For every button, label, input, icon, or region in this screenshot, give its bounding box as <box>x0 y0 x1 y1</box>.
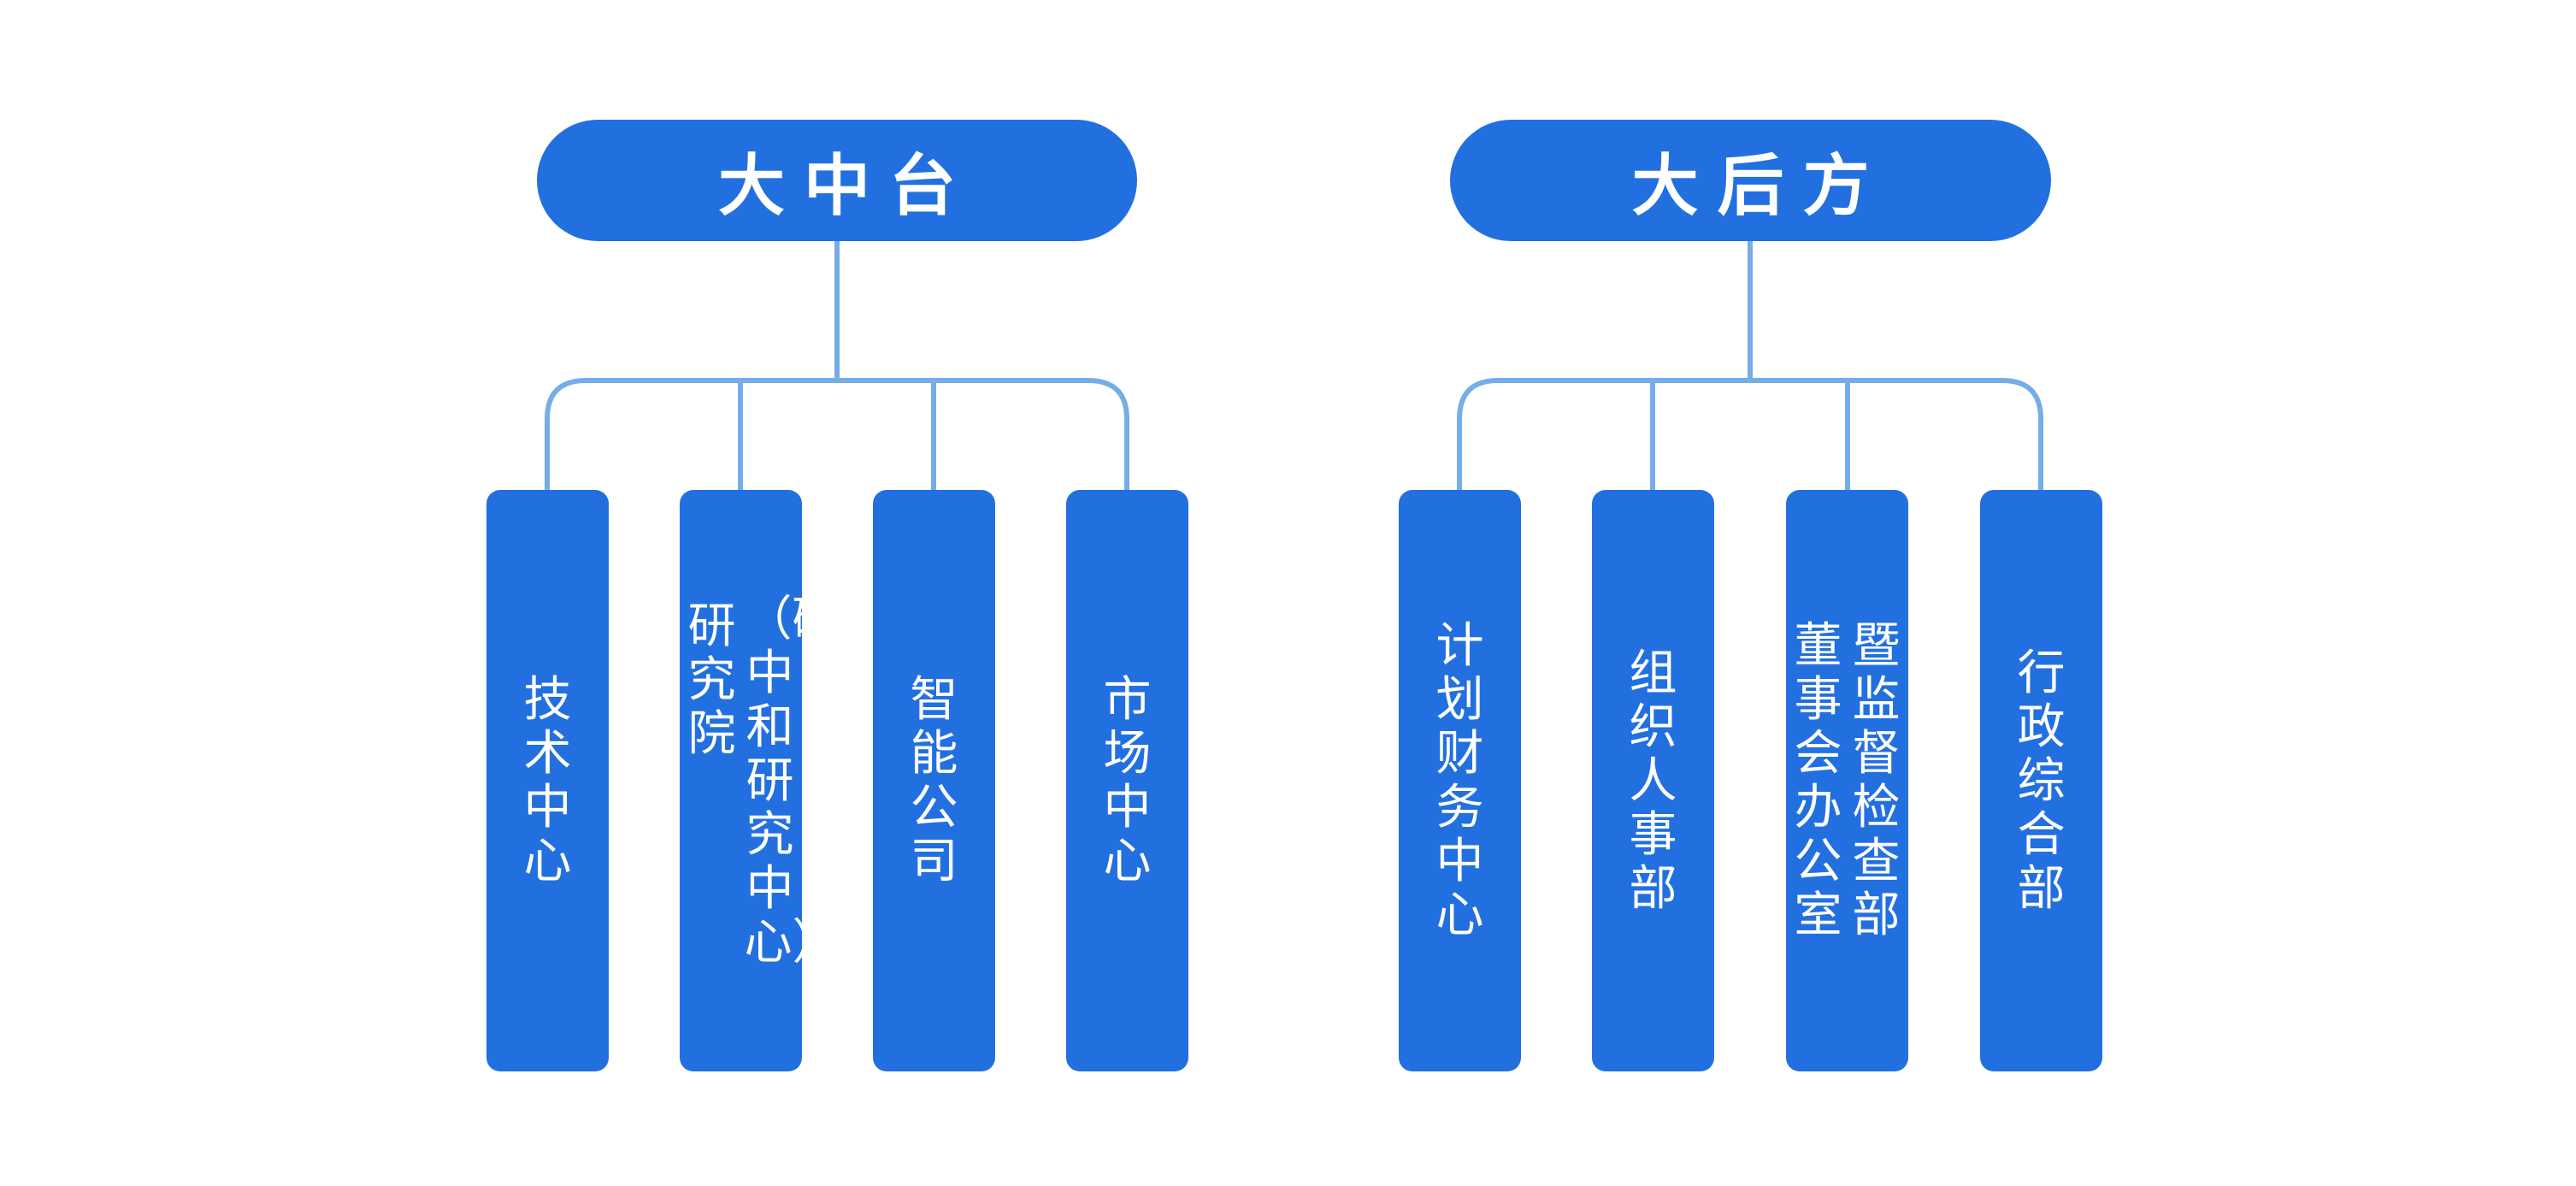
header-da-houfang: 大后方 <box>1450 120 2051 241</box>
node-board-office: 暨监督检查部 董事会办公室 <box>1786 490 1908 1071</box>
node-market-center: 市场中心 <box>1066 490 1188 1071</box>
node-label: 技术中心 <box>523 672 572 889</box>
node-label-line-1: 暨监督检查部 <box>1852 618 1901 943</box>
node-label: 组织人事部 <box>1629 645 1677 917</box>
node-label-line-2: 研究院 <box>687 598 736 762</box>
node-label: 市场中心 <box>1103 672 1152 889</box>
node-smart-company: 智能公司 <box>873 490 995 1071</box>
node-research-institute: （碳中和研究中心） 研究院 <box>680 490 840 1071</box>
node-label: 计划财务中心 <box>1435 618 1484 943</box>
node-label: 行政综合部 <box>2017 645 2066 917</box>
node-label: 智能公司 <box>910 672 958 889</box>
node-tech-center: 技术中心 <box>486 490 609 1071</box>
node-label-line-2: 董事会办公室 <box>1794 618 1842 943</box>
connector-left-bar <box>545 378 1129 493</box>
header-title: 大中台 <box>717 148 975 225</box>
header-da-zhongtai: 大中台 <box>537 120 1137 241</box>
node-label-line-1: （碳中和研究中心） <box>744 591 840 971</box>
node-admin-department: 行政综合部 <box>1980 490 2102 1071</box>
node-hr-department: 组织人事部 <box>1592 490 1714 1071</box>
connector-right-bar <box>1457 378 2043 493</box>
node-finance-center: 计划财务中心 <box>1399 490 1521 1071</box>
header-title: 大后方 <box>1631 148 1889 225</box>
